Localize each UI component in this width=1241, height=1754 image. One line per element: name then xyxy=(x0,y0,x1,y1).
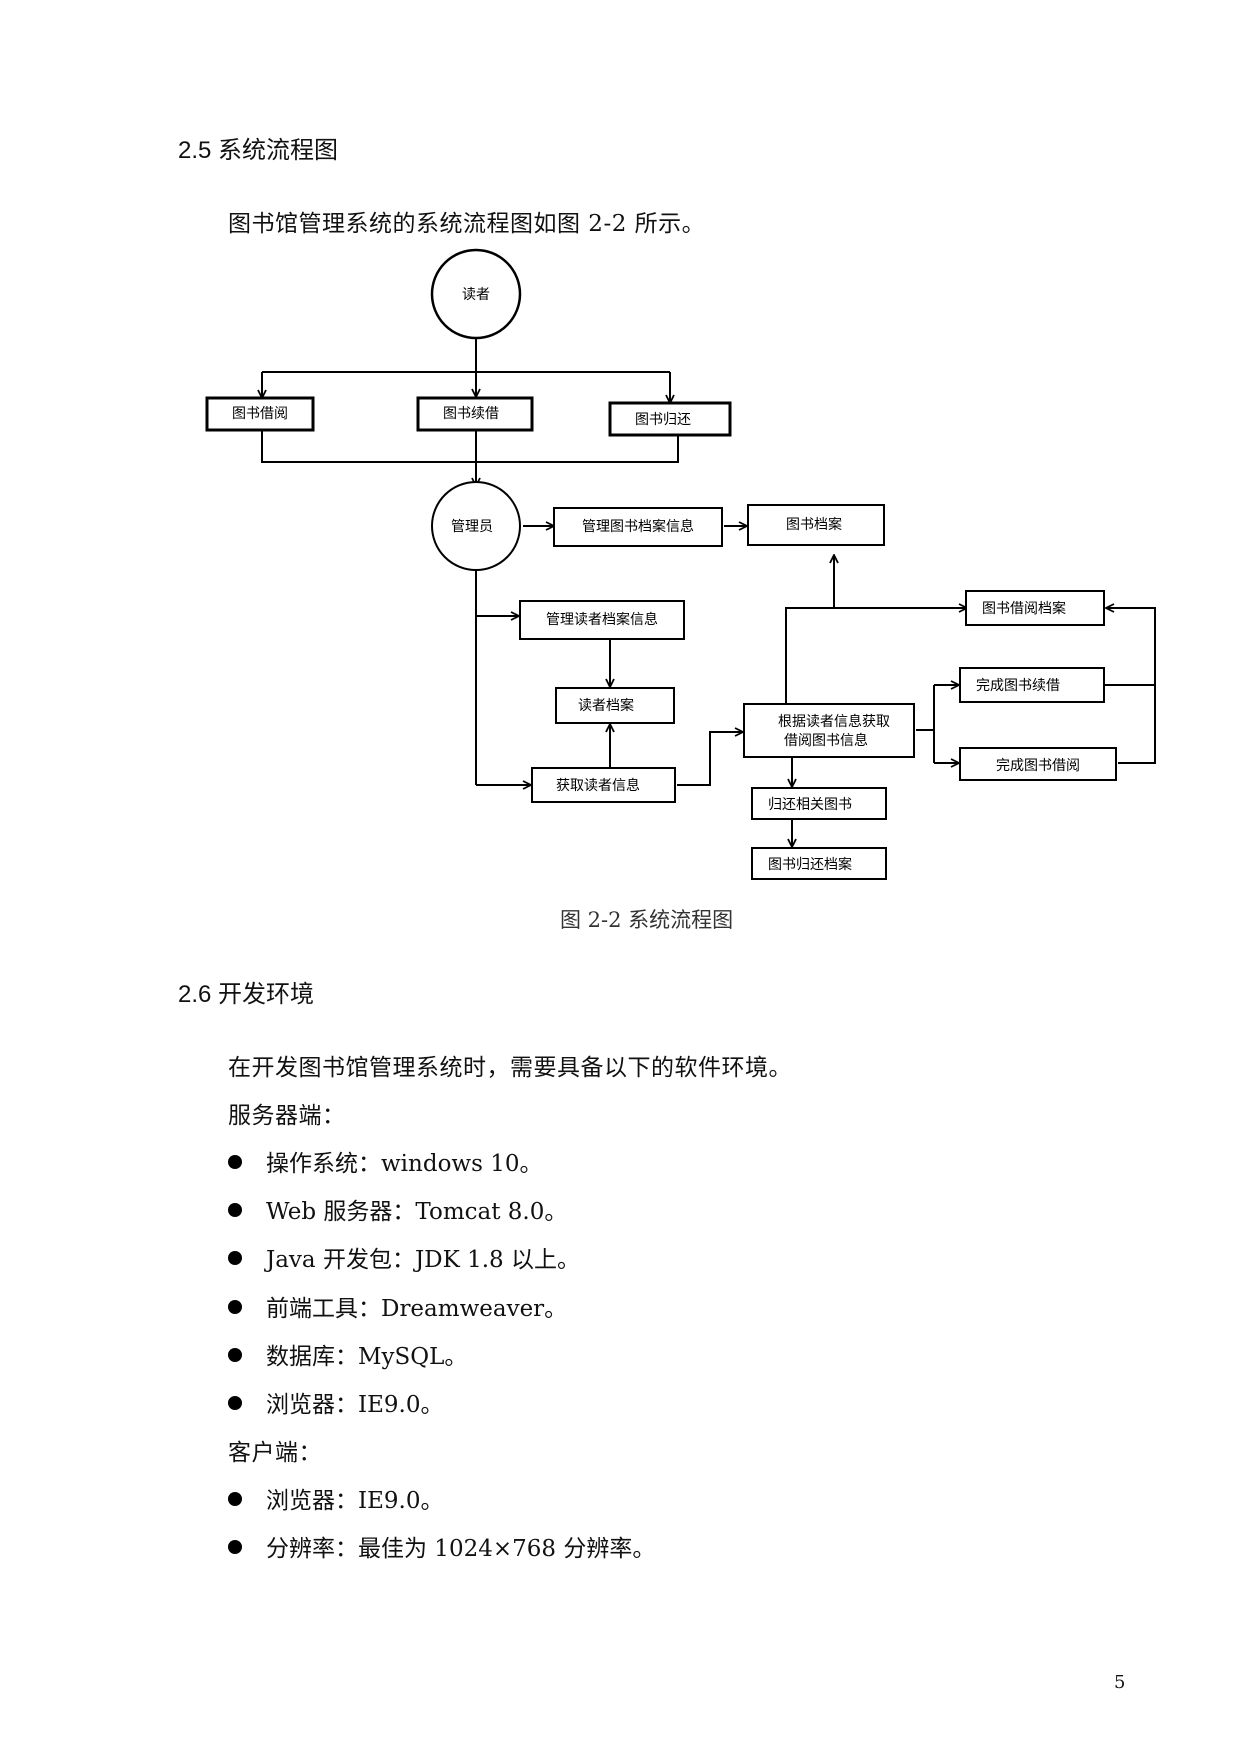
section-2-6-intro: 在开发图书馆管理系统时，需要具备以下的软件环境。 xyxy=(228,1055,792,1081)
bullet-dot-icon xyxy=(228,1155,242,1169)
book-records-node xyxy=(747,504,885,546)
bullet-dot-icon xyxy=(228,1540,242,1554)
bullet-dot-icon xyxy=(228,1300,242,1314)
client-label: 客户端： xyxy=(228,1440,322,1466)
figure-caption: 图 2-2 系统流程图 xyxy=(560,908,734,932)
return-related-label: 归还相关图书 xyxy=(768,796,852,813)
flowchart-connectors xyxy=(262,338,1156,846)
finish-renew-node xyxy=(959,667,1105,703)
admin-node xyxy=(431,481,521,571)
reader-records-node xyxy=(555,687,675,724)
section-2-5-intro: 图书馆管理系统的系统流程图如图 2-2 所示。 xyxy=(228,211,706,237)
manage-book-records-node xyxy=(553,507,723,547)
list-item-text: 数据库：MySQL。 xyxy=(266,1344,468,1370)
section-heading-2-5: 2.5 系统流程图 xyxy=(178,137,339,164)
manage-book-records-label: 管理图书档案信息 xyxy=(582,518,694,535)
borrow-node xyxy=(205,396,315,432)
server-label: 服务器端： xyxy=(228,1103,346,1129)
book-records-label: 图书档案 xyxy=(786,516,842,533)
bullet-dot-icon xyxy=(228,1492,242,1506)
return-node-label: 图书归还 xyxy=(635,411,691,428)
return-related-node xyxy=(751,787,887,820)
borrow-node-label: 图书借阅 xyxy=(232,406,288,422)
list-item: 前端工具：Dreamweaver。 xyxy=(228,1289,567,1323)
reader-node-label: 读者 xyxy=(462,286,490,303)
bullet-dot-icon xyxy=(228,1251,242,1265)
finish-renew-label: 完成图书续借 xyxy=(976,677,1060,694)
system-flowchart: 读者 图书借阅 图书续借 图书归还 管理员 管理图书档案信息 图书档案 管理读者… xyxy=(205,248,1156,880)
list-item-text: 操作系统：windows 10。 xyxy=(266,1151,543,1177)
renew-node-label: 图书续借 xyxy=(443,405,499,422)
reader-records-label: 读者档案 xyxy=(578,697,634,714)
list-item: 数据库：MySQL。 xyxy=(228,1337,467,1371)
return-records-label: 图书归还档案 xyxy=(768,856,852,873)
borrow-records-label: 图书借阅档案 xyxy=(982,600,1066,617)
bullet-dot-icon xyxy=(228,1348,242,1362)
list-item: 操作系统：windows 10。 xyxy=(228,1144,543,1178)
bullet-dot-icon xyxy=(228,1396,242,1410)
list-item: 浏览器：IE9.0。 xyxy=(228,1481,443,1515)
borrow-records-node xyxy=(965,590,1105,626)
list-item-text: 分辨率：最佳为 1024×768 分辨率。 xyxy=(266,1536,656,1562)
finish-borrow-node xyxy=(959,747,1117,781)
return-records-node xyxy=(751,847,887,880)
list-item: Java 开发包：JDK 1.8 以上。 xyxy=(228,1240,580,1274)
get-borrow-info-node xyxy=(743,703,915,758)
renew-node xyxy=(416,396,534,432)
list-item-text: Web 服务器：Tomcat 8.0。 xyxy=(266,1199,568,1225)
get-reader-info-node xyxy=(531,767,676,803)
return-node xyxy=(608,401,732,437)
list-item-text: 浏览器：IE9.0。 xyxy=(266,1392,444,1418)
reader-node xyxy=(430,248,522,340)
list-item-text: 前端工具：Dreamweaver。 xyxy=(266,1296,568,1322)
manage-reader-records-node xyxy=(519,600,685,640)
page-number: 5 xyxy=(1114,1672,1126,1693)
list-item-text: Java 开发包：JDK 1.8 以上。 xyxy=(266,1247,580,1273)
bullet-dot-icon xyxy=(228,1203,242,1217)
finish-borrow-label: 完成图书借阅 xyxy=(996,758,1080,774)
manage-reader-records-label: 管理读者档案信息 xyxy=(546,611,658,628)
list-item-text: 浏览器：IE9.0。 xyxy=(266,1488,444,1514)
get-borrow-info-label-line2: 借阅图书信息 xyxy=(784,732,868,749)
list-item: 浏览器：IE9.0。 xyxy=(228,1385,443,1419)
section-heading-2-6: 2.6 开发环境 xyxy=(178,981,315,1008)
list-item: Web 服务器：Tomcat 8.0。 xyxy=(228,1192,567,1226)
admin-node-label: 管理员 xyxy=(451,519,493,535)
get-borrow-info-label-line1: 根据读者信息获取 xyxy=(778,713,890,730)
get-reader-info-label: 获取读者信息 xyxy=(556,777,640,794)
list-item: 分辨率：最佳为 1024×768 分辨率。 xyxy=(228,1529,655,1563)
